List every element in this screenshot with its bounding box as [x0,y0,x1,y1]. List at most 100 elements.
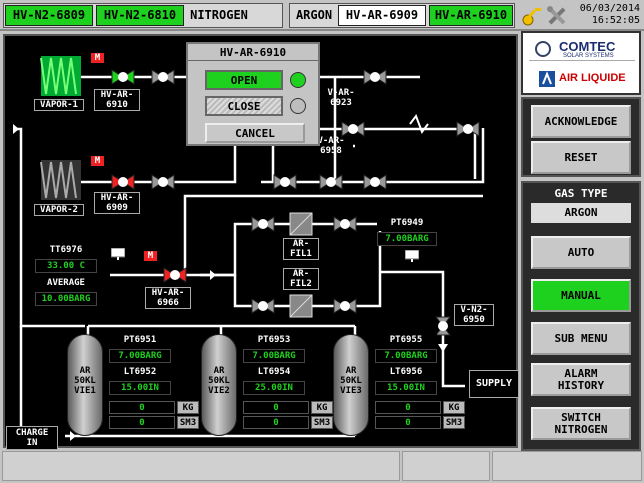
vapor2-label: VAPOR-2 [34,204,84,216]
tank-vie1[interactable] [67,334,103,436]
popup-title: HV-AR-6910 [188,44,318,61]
tank-vie3[interactable] [333,334,369,436]
argon-label: ARGON [295,8,333,22]
comtec-name: COMTEC [559,39,616,54]
transmitter-icon [111,248,125,260]
switch-nitrogen-button[interactable]: SWITCH NITROGEN [531,407,631,440]
pt-label: PT6951 [109,334,171,348]
control-panel: GAS TYPE ARGON AUTO MANUAL SUB MENU ALAR… [521,181,641,451]
sm3-value: 0 [109,416,175,429]
pt-label: PT6955 [375,334,437,348]
auto-button[interactable]: AUTO [531,236,631,269]
valve-hub-icon [438,321,448,331]
comtec-sub: SOLAR SYSTEMS [563,53,614,59]
key-icon[interactable] [521,5,543,27]
pt-value: 7.00BARG [109,349,171,363]
open-button[interactable]: OPEN [205,70,283,90]
valve-6909-label[interactable]: HV-AR- 6909 [94,192,140,214]
pt6949-label: PT6949 [377,217,437,231]
kg-unit: KG [311,401,333,414]
charge-in-label: CHARGE IN [6,426,58,450]
valve-hub-icon [118,177,128,187]
pt-label: PT6953 [243,334,305,348]
kg-value: 0 [375,401,441,414]
manual-badge-6909: M [91,156,104,166]
time-text: 16:52:05 [591,15,640,26]
status-cell-1 [2,451,400,481]
tank-vie2[interactable] [201,334,237,436]
sm3-value: 0 [375,416,441,429]
average-value: 10.00BARG [35,292,97,306]
valve-6910-label[interactable]: HV-AR- 6910 [94,89,140,111]
comtec-globe-icon [535,41,551,57]
alarm-history-button[interactable]: ALARM HISTORY [531,363,631,396]
tank-name: AR 50KL VIE3 [340,366,362,396]
valve-6958-label[interactable]: V-AR- 6958 [317,136,345,156]
valve-6923-label[interactable]: V-AR- 6923 [327,88,355,108]
date-text: 06/03/2014 [579,3,640,14]
valve-hub-icon [370,177,380,187]
lt-value: 25.00IN [243,381,305,395]
sm3-unit: SM3 [443,416,465,429]
tag-hv-n2-6810[interactable]: HV-N2-6810 [96,5,184,26]
kg-unit: KG [177,401,199,414]
lt-value: 15.00IN [375,381,437,395]
valve-6966-label[interactable]: HV-AR- 6966 [145,287,191,309]
nitrogen-label: NITROGEN [190,8,248,22]
kg-value: 0 [109,401,175,414]
sm3-unit: SM3 [177,416,199,429]
close-lamp-icon [290,98,306,114]
open-lamp-icon [290,72,306,88]
manual-badge-6966: M [144,251,157,261]
gas-type-label: GAS TYPE [554,187,608,200]
kg-unit: KG [443,401,465,414]
airliquide-logo: AIR LIQUIDE [529,69,635,91]
tools-icon[interactable] [546,5,568,27]
top-bar: HV-N2-6809 HV-N2-6810 NITROGEN ARGON HV-… [0,0,644,31]
close-button[interactable]: CLOSE [205,96,283,116]
vapor2-coil-icon [40,160,81,200]
transmitter-icon [405,250,419,262]
pt6949-value: 7.00BARG [377,232,437,246]
tank-name: AR 50KL VIE2 [208,366,230,396]
sub-menu-button[interactable]: SUB MENU [531,322,631,355]
lt-value: 15.00IN [109,381,171,395]
cancel-button[interactable]: CANCEL [205,123,305,143]
sm3-value: 0 [243,416,309,429]
gas-type-value: ARGON [531,203,631,223]
valve-hub-icon [170,270,180,280]
tag-hv-ar-6909[interactable]: HV-AR-6909 [338,5,426,26]
filter1-label: AR- FIL1 [283,238,319,260]
valve-n2-6950-label[interactable]: V-N2- 6950 [454,304,494,326]
lt-label: LT6956 [375,366,437,380]
valve-hub-icon [340,219,350,229]
reset-button[interactable]: RESET [531,141,631,174]
valve-hub-icon [118,72,128,82]
tag-hv-ar-6910[interactable]: HV-AR-6910 [429,5,513,26]
status-cell-3 [492,451,642,481]
alarm-panel: ACKNOWLEDGE RESET [521,97,641,177]
valve-hub-icon [158,72,168,82]
status-cell-2 [402,451,490,481]
tt6976-value: 33.00 C [35,259,97,273]
comtec-logo: COMTEC SOLAR SYSTEMS [529,39,635,61]
valve-hub-icon [158,177,168,187]
lt-label: LT6954 [243,366,305,380]
tag-hv-n2-6809[interactable]: HV-N2-6809 [5,5,93,26]
valve-hub-icon [370,72,380,82]
pt-value: 7.00BARG [243,349,305,363]
kg-value: 0 [243,401,309,414]
manual-badge-6910: M [91,53,104,63]
airliquide-name: AIR LIQUIDE [559,72,626,84]
valve-hub-icon [258,301,268,311]
datetime: 06/03/2014 16:52:05 [574,3,640,27]
valve-popup: HV-AR-6910 OPEN CLOSE CANCEL [186,42,320,146]
sm3-unit: SM3 [311,416,333,429]
vapor1-label: VAPOR-1 [34,99,84,111]
acknowledge-button[interactable]: ACKNOWLEDGE [531,105,631,138]
vapor1-coil-icon [40,56,81,96]
manual-button[interactable]: MANUAL [531,279,631,312]
filter2-label: AR- FIL2 [283,268,319,290]
valve-hub-icon [463,124,473,134]
